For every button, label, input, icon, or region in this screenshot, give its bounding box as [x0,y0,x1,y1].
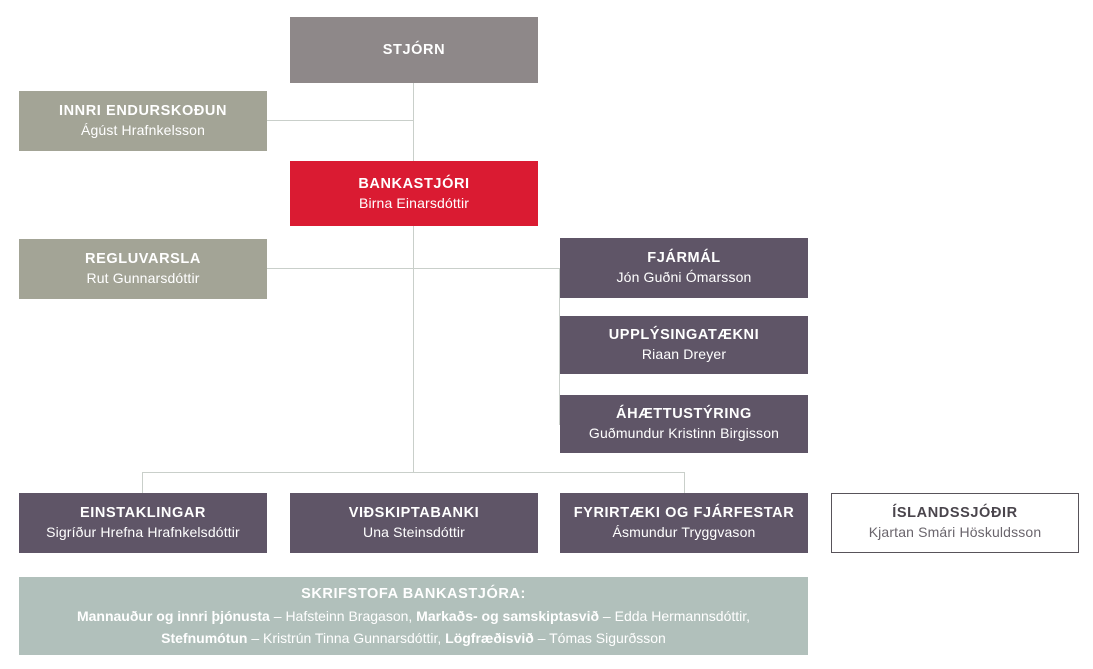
box-einstaklingar-person: Sigríður Hrefna Hrafnkelsdóttir [46,524,240,541]
box-bankastjori[interactable]: BANKASTJÓRI Birna Einarsdóttir [290,161,538,226]
office-unit-stefnumotun: Stefnumótun [161,629,248,646]
box-regluvarsla[interactable]: REGLUVARSLA Rut Gunnarsdóttir [19,239,267,299]
box-einstaklingar-title: EINSTAKLINGAR [80,505,206,522]
office-name-tomas: Tómas Sigurðsson [549,629,666,646]
box-islandssjodir[interactable]: ÍSLANDSSJÓÐIR Kjartan Smári Höskuldsson [831,493,1079,553]
box-regluvarsla-person: Rut Gunnarsdóttir [86,270,200,287]
office-unit-markads: Markaðs- og samskiptasvið [412,608,600,625]
connector-finance [413,268,560,269]
box-ahaettustyring-person: Guðmundur Kristinn Birgisson [588,425,780,442]
connector-spine-mid [413,226,414,472]
box-vidskiptabanki[interactable]: VIÐSKIPTABANKI Una Steinsdóttir [290,493,538,553]
box-vidskiptabanki-title: VIÐSKIPTABANKI [348,505,480,522]
office-dash-2: – [599,608,615,625]
connector-drop-retail [142,472,143,494]
box-ahaettustyring-title: ÁHÆTTUSTÝRING [616,406,752,423]
box-fjarmal-title: FJÁRMÁL [647,250,721,267]
box-upplysingataekni[interactable]: UPPLÝSINGATÆKNI Riaan Dreyer [560,316,808,374]
box-bankastjori-title: BANKASTJÓRI [358,175,470,192]
box-islandssjodir-person: Kjartan Smári Höskuldsson [868,524,1042,541]
office-heading: SKRIFSTOFA BANKASTJÓRA: [301,585,526,602]
box-bankastjori-person: Birna Einarsdóttir [358,194,470,211]
box-upplysingataekni-title: UPPLÝSINGATÆKNI [608,327,760,344]
connector-spine-top [413,83,414,161]
connector-right-riser [559,268,560,425]
box-vidskiptabanki-person: Una Steinsdóttir [362,524,465,541]
connector-bus [142,472,685,473]
box-einstaklingar[interactable]: EINSTAKLINGAR Sigríður Hrefna Hrafnkelsd… [19,493,267,553]
connector-internal-audit [267,120,414,121]
box-regluvarsla-title: REGLUVARSLA [85,251,201,268]
office-name-edda: Edda Hermannsdóttir, [614,608,751,625]
box-stjorn-title: STJÓRN [382,41,446,58]
connector-drop-corporate [684,472,685,494]
box-islandssjodir-title: ÍSLANDSSJÓÐIR [892,505,1018,522]
box-fyrirtaeki-og-fjarfestar[interactable]: FYRIRTÆKI OG FJÁRFESTAR Ásmundur Tryggva… [560,493,808,553]
box-skrifstofa-bankastjora[interactable]: SKRIFSTOFA BANKASTJÓRA: Mannauður og inn… [19,577,808,655]
connector-compliance [267,268,414,269]
box-innri-endurskodun-person: Ágúst Hrafnkelsson [80,122,206,139]
office-name-hafsteinn: Hafsteinn Bragason, [285,608,413,625]
office-dash-3: – [247,629,264,646]
office-line-2: Stefnumótun – Kristrún Tinna Gunnarsdótt… [161,628,666,650]
box-ahaettustyring[interactable]: ÁHÆTTUSTÝRING Guðmundur Kristinn Birgiss… [560,395,808,453]
office-unit-logfraedisvid: Lögfræðisvið [441,629,534,646]
office-name-kristrun: Kristrún Tinna Gunnarsdóttir, [263,629,442,646]
office-line-1: Mannauður og innri þjónusta – Hafsteinn … [77,606,750,628]
box-upplysingataekni-person: Riaan Dreyer [641,346,727,363]
box-fyrirtaeki-og-fjarfestar-title: FYRIRTÆKI OG FJÁRFESTAR [573,505,795,522]
box-innri-endurskodun-title: INNRI ENDURSKOÐUN [58,103,228,120]
office-dash-4: – [533,629,550,646]
box-fjarmal[interactable]: FJÁRMÁL Jón Guðni Ómarsson [560,238,808,298]
box-fjarmal-person: Jón Guðni Ómarsson [616,269,752,286]
box-fyrirtaeki-og-fjarfestar-person: Ásmundur Tryggvason [612,524,756,541]
box-innri-endurskodun[interactable]: INNRI ENDURSKOÐUN Ágúst Hrafnkelsson [19,91,267,151]
box-stjorn[interactable]: STJÓRN [290,17,538,83]
office-dash-1: – [269,608,286,625]
office-unit-mannaudur: Mannauður og innri þjónusta [76,608,270,625]
